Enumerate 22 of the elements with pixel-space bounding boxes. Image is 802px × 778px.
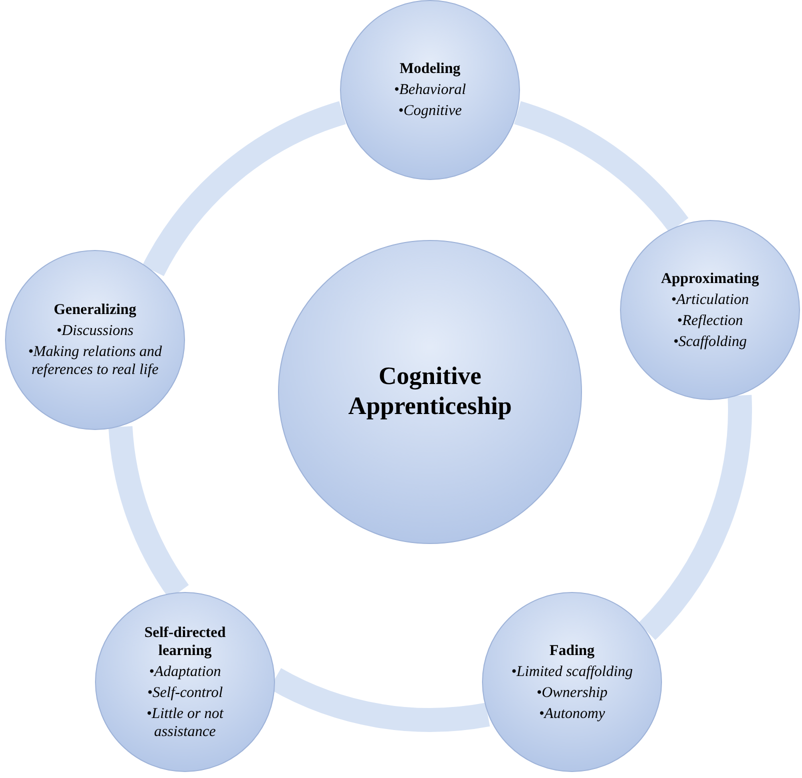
bullet-item: •Self-control (147, 684, 223, 702)
stage-title: Modeling (400, 60, 460, 78)
bullet-item: •Cognitive (398, 102, 462, 120)
bullet-item: •Adaptation (149, 662, 221, 680)
bullet-item: •Behavioral (394, 81, 466, 99)
bullet-item: •Scaffolding (673, 332, 747, 350)
bullet-item: •Ownership (536, 684, 608, 702)
bullet-item: •Reflection (676, 312, 744, 330)
stage-title: Self-directed learning (143, 624, 227, 660)
bullet-item: •Making relations and references to real life (27, 343, 163, 379)
central-title: Cognitive Apprenticeship (347, 362, 513, 422)
stage-title: Generalizing (54, 301, 136, 319)
bullet-item: •Little or not assistance (146, 704, 225, 740)
ring-arc (142, 101, 347, 277)
ring-arc (638, 395, 752, 640)
stage-title: Approximating (660, 270, 760, 288)
ring-arc (513, 101, 688, 233)
bullet-item: •Discussions (56, 322, 134, 340)
bullet-item: •Articulation (671, 290, 749, 308)
bullet-item: •Limited scaffolding (511, 662, 633, 680)
stage-title: Fading (549, 642, 594, 660)
bullet-item: •Autonomy (538, 704, 606, 722)
